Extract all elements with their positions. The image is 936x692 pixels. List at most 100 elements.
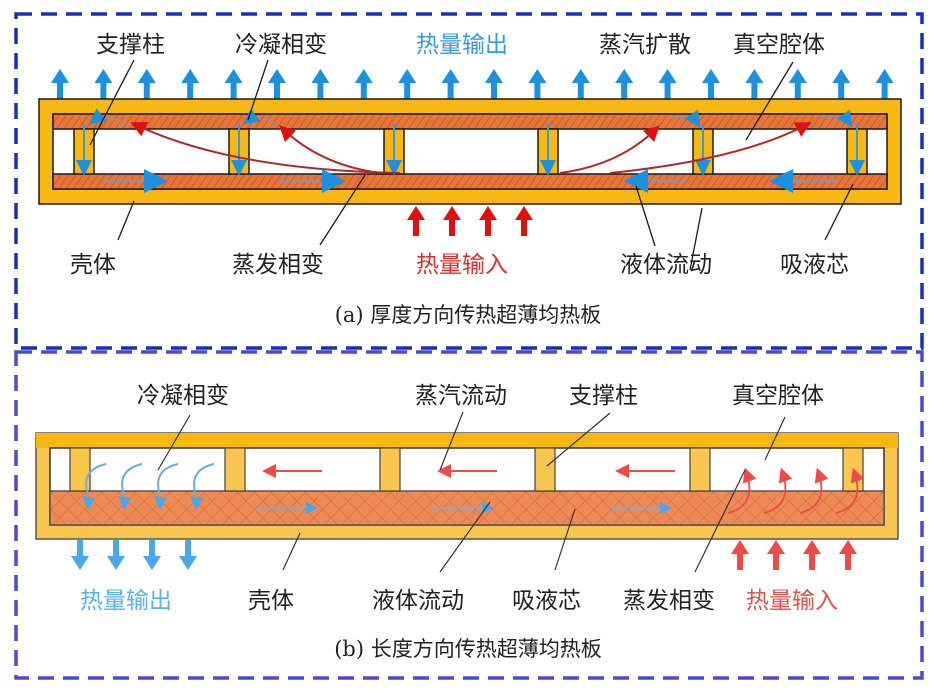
condensation-curves [82, 463, 215, 510]
heat-output-arrow [107, 540, 125, 570]
condensation-curve [193, 463, 215, 496]
heat-input-arrow [803, 540, 821, 570]
label-evaporation: 蒸发相变 [232, 252, 324, 278]
heat-input-arrow [479, 206, 497, 236]
pillar [689, 447, 711, 492]
evaporation-curve [727, 467, 757, 514]
pillar [224, 447, 246, 492]
vapor-arc [279, 125, 381, 174]
heat-output-arrow [71, 540, 89, 570]
liquid-flow-arrowhead [306, 502, 318, 514]
heat-input-arrows [407, 206, 533, 236]
condensation-arc [88, 108, 126, 125]
label-shell: 壳体 [248, 588, 294, 614]
pillars [69, 447, 864, 492]
caption-b: (b) 长度方向传热超薄均热板 [334, 637, 602, 661]
panel-b: 冷凝相变 蒸汽流动 支撑柱 真空腔体 热量输出 壳体 液体流动 吸液芯 蒸发相变… [14, 350, 924, 680]
heat-input-arrow [839, 540, 857, 570]
pillar [69, 447, 91, 492]
heat-output-arrow [94, 69, 113, 99]
heat-output-arrow [224, 69, 243, 99]
liquid-flow-arrowhead [482, 502, 494, 514]
panel-a: 支撑柱 冷凝相变 热量输出 蒸汽扩散 真空腔体 壳体 蒸发相变 热量输入 液体流… [14, 12, 924, 350]
pillar [379, 447, 401, 492]
heat-output-arrows [71, 540, 197, 570]
label-wick: 吸液芯 [512, 588, 581, 614]
heat-output-arrow [179, 540, 197, 570]
heat-output-arrow [485, 69, 503, 99]
evaporation-curves [727, 467, 865, 514]
heat-input-arrow [515, 206, 533, 236]
heat-output-arrow [268, 69, 286, 99]
heat-input-arrow [731, 540, 749, 570]
condensation-arc [669, 109, 701, 128]
heat-output-arrow [137, 69, 156, 99]
evaporation-curve [835, 467, 865, 514]
condensation-arc [242, 108, 276, 125]
heat-output-arrow [311, 69, 330, 99]
label-wick: 吸液芯 [780, 252, 849, 278]
pillar [534, 447, 556, 492]
vapor-flow-arrowhead [437, 464, 451, 478]
label-heat-input: 热量输入 [416, 252, 508, 278]
condensation-droplet [82, 496, 95, 510]
label-heat-output: 热量输出 [416, 32, 508, 58]
liquid-flow-arrowhead [660, 502, 672, 514]
panel-b-frame [14, 350, 924, 680]
label-shell: 壳体 [70, 252, 116, 278]
label-vapor-flow: 蒸汽流动 [415, 383, 507, 409]
vapor-arc [130, 121, 401, 174]
heat-output-arrow [51, 69, 69, 99]
heat-output-arrow [181, 69, 200, 99]
condensation-droplet [154, 496, 167, 510]
condensation-droplet [190, 496, 203, 510]
heat-output-arrow [658, 69, 677, 99]
heat-output-arrow [875, 69, 894, 99]
heat-output-arrow [615, 69, 634, 99]
shell-top-band [36, 433, 898, 448]
condensation-curve [85, 463, 107, 496]
heat-input-arrow [407, 206, 425, 236]
evaporation-curve [763, 467, 793, 514]
label-vacuum-chamber: 真空腔体 [732, 383, 824, 409]
label-liquid-flow: 液体流动 [372, 588, 464, 614]
label-heat-input: 热量输入 [746, 588, 838, 614]
condensation-arc [821, 109, 853, 128]
label-condensation: 冷凝相变 [235, 32, 327, 58]
heat-output-arrow [441, 69, 460, 99]
vapor-flow-arrowhead [262, 464, 276, 478]
heat-output-arrow [143, 540, 161, 570]
liquid-flow-arrows [258, 502, 672, 514]
label-pillar: 支撑柱 [569, 383, 638, 409]
vapor-arc [559, 125, 660, 174]
panel-a-frame [14, 12, 924, 350]
heat-output-arrow [745, 69, 764, 99]
condensation-droplet [118, 496, 131, 510]
heat-output-arrow [702, 69, 720, 99]
heat-output-arrow [571, 69, 590, 99]
heat-output-arrow [528, 69, 547, 99]
wick-top [52, 113, 888, 130]
caption-a: (a) 厚度方向传热超薄均热板 [335, 303, 602, 327]
label-vapor-diffusion: 蒸汽扩散 [599, 32, 691, 58]
heat-input-arrow [443, 206, 461, 236]
evaporation-curve [799, 467, 829, 514]
label-vacuum-chamber: 真空腔体 [733, 32, 825, 58]
heat-output-arrow [398, 69, 417, 99]
label-evaporation: 蒸发相变 [623, 588, 715, 614]
heat-output-arrows [51, 69, 894, 99]
heat-output-arrow [354, 69, 373, 99]
heat-output-arrow [832, 69, 851, 99]
vapor-flow-arrowhead [615, 464, 629, 478]
heat-output-arrow [788, 69, 807, 99]
wick-bottom [52, 173, 888, 190]
label-pillar: 支撑柱 [96, 32, 165, 58]
vapor-flow-arrows [262, 464, 675, 478]
label-heat-output: 热量输出 [80, 588, 172, 614]
leader-lines [157, 411, 786, 573]
leader-lines [89, 59, 854, 271]
label-condensation: 冷凝相变 [137, 383, 229, 409]
pillars [73, 124, 868, 176]
pillar [842, 447, 864, 492]
